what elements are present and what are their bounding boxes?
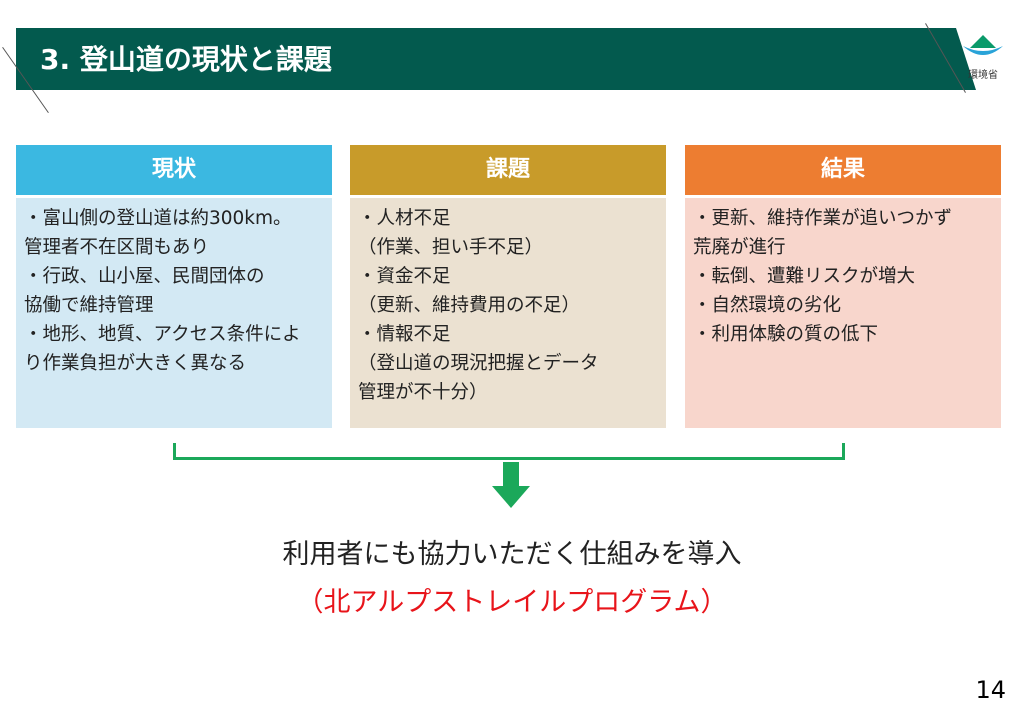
bullet-line: （作業、担い手不足） [358,237,544,258]
column-header: 現状 [16,145,332,195]
down-arrow-icon [492,462,530,508]
column-header: 結果 [685,145,1001,195]
column-header: 課題 [350,145,666,195]
bullet-line: 管理者不在区間もあり [24,237,210,258]
page-number: 14 [975,676,1006,704]
logo-text: 環境省 [968,70,998,81]
column-body: ・更新、維持作業が追いつかず荒廃が進行・転倒、遭難リスクが増大・自然環境の劣化・… [685,198,1001,428]
column-1: 課題・人材不足 （作業、担い手不足） ・資金不足 （更新、維持費用の不足） ・情報不足 （… [350,145,666,428]
program-name: （北アルプストレイルプログラム） [296,587,728,618]
bullet-line: ・利用体験の質の低下 [693,324,879,345]
bullet-line: 管理が不十分） [358,382,488,403]
bullet-line: （更新、維持費用の不足） [358,295,581,316]
bullet-line: ・富山側の登山道は約300km。 [24,208,292,229]
ministry-logo: 環境省 [958,34,1008,81]
bullet-line: り作業負担が大きく異なる [24,353,247,374]
bullet-line: ・地形、地質、アクセス条件によ [24,324,301,345]
bullet-line: ・資金不足 [358,266,451,287]
bullet-line: （登山道の現況把握とデータ [358,353,599,374]
column-2: 結果・更新、維持作業が追いつかず荒廃が進行・転倒、遭難リスクが増大・自然環境の劣… [685,145,1001,428]
bracket-connector [173,443,845,460]
bullet-line: ・自然環境の劣化 [693,295,842,316]
bullet-line: ・更新、維持作業が追いつかず [693,208,953,229]
title-banner [16,28,976,90]
bullet-line: 荒廃が進行 [693,237,786,258]
bullet-line: ・人材不足 [358,208,451,229]
bullet-line: ・転倒、遭難リスクが増大 [693,266,916,287]
column-body: ・富山側の登山道は約300km。管理者不在区間もあり・行政、山小屋、民間団体の協… [16,198,332,428]
column-0: 現状・富山側の登山道は約300km。管理者不在区間もあり・行政、山小屋、民間団体… [16,145,332,428]
conclusion-text: 利用者にも協力いただく仕組みを導入 [282,539,742,570]
column-body: ・人材不足 （作業、担い手不足） ・資金不足 （更新、維持費用の不足） ・情報不足 （登山… [350,198,666,428]
bullet-line: 協働で維持管理 [24,295,154,316]
page-title: 3. 登山道の現状と課題 [40,43,332,76]
mountain-logo-icon [963,35,1003,55]
bullet-line: ・行政、山小屋、民間団体の [24,266,265,287]
bullet-line: ・情報不足 [358,324,451,345]
